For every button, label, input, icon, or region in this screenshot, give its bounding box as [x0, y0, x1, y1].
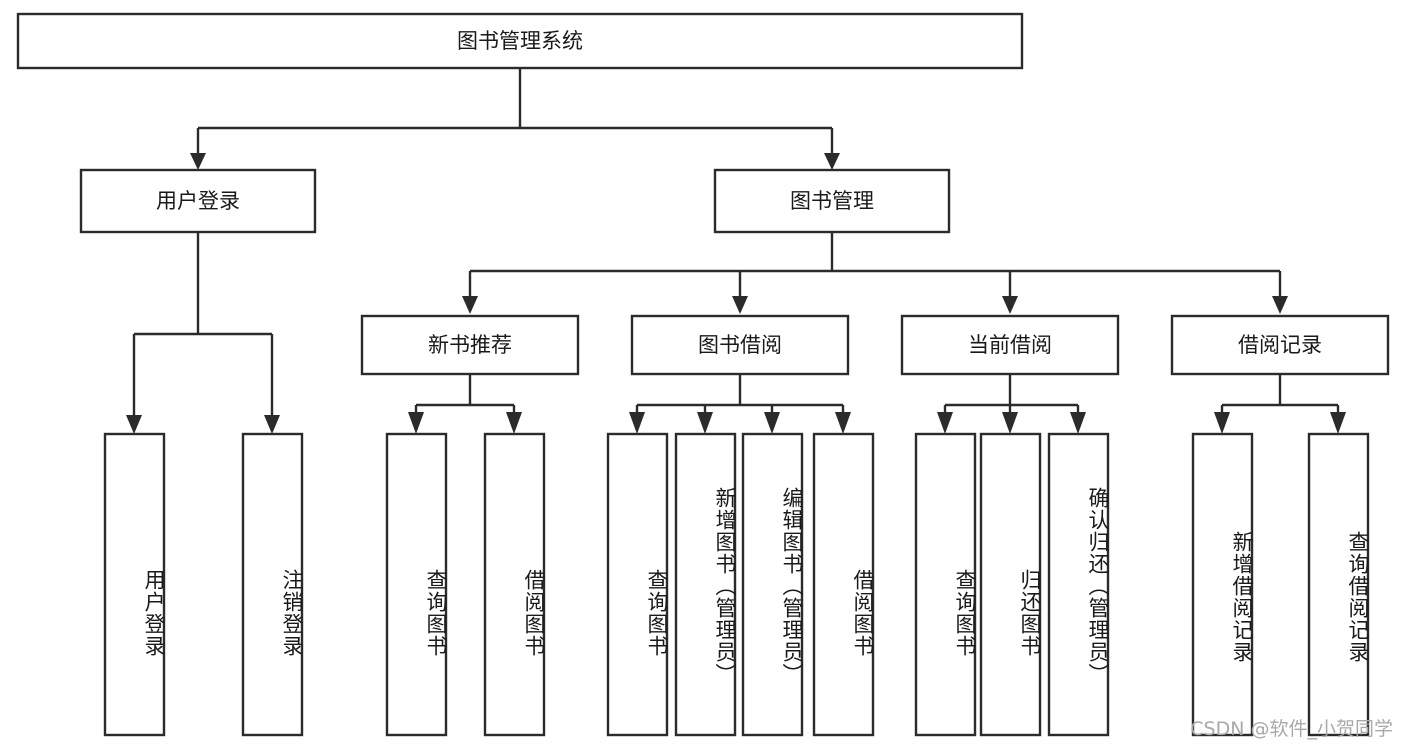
node-leaf-confirm-return[interactable] [1047, 432, 1110, 737]
node-root[interactable] [16, 12, 1024, 70]
arrow-head-leaf-borrow-book-1 [506, 412, 522, 434]
arrow-head-user-login [190, 153, 206, 170]
arrow-head-leaf-logout-login [264, 415, 280, 434]
node-leaf-query-record[interactable] [1307, 432, 1370, 737]
arrow-head-leaf-query-record [1330, 412, 1346, 434]
arrow-head-leaf-borrow-book-2 [835, 412, 851, 434]
node-leaf-logout-login[interactable] [241, 432, 304, 737]
node-leaf-return-book[interactable] [979, 432, 1042, 737]
arrow-head-leaf-confirm-return [1070, 412, 1086, 434]
node-user-login[interactable] [79, 168, 317, 234]
connectors-layer [126, 68, 1346, 434]
arrow-head-book-manage [824, 153, 840, 170]
node-root-label: 图书管理系统 [457, 29, 583, 53]
csdn-watermark: CSDN @软件_小贺同学 [1190, 718, 1393, 740]
node-leaf-query-book-3[interactable] [914, 432, 977, 737]
node-book-manage[interactable] [713, 168, 951, 234]
node-user-login-label: 用户登录 [156, 189, 240, 213]
arrow-head-leaf-return-book [1002, 412, 1018, 434]
arrow-head-leaf-user-login [126, 415, 142, 434]
node-leaf-add-record[interactable] [1191, 432, 1254, 737]
arrow-head-borrow-record [1272, 296, 1288, 314]
arrow-head-leaf-query-book-3 [937, 412, 953, 434]
arrow-head-leaf-edit-book [764, 412, 780, 434]
node-leaf-add-book[interactable] [674, 432, 737, 737]
arrow-head-leaf-add-record [1214, 412, 1230, 434]
node-leaf-edit-book[interactable] [741, 432, 804, 737]
node-borrow-record-label: 借阅记录 [1238, 333, 1322, 357]
arrow-head-book-borrow [732, 296, 748, 314]
arrow-head-leaf-query-book-1 [408, 412, 424, 434]
arrow-head-new-book-recommend [462, 296, 478, 314]
node-new-book-recommend[interactable] [360, 314, 580, 376]
node-book-borrow-label: 图书借阅 [698, 333, 782, 357]
node-leaf-borrow-book-1[interactable] [483, 432, 546, 737]
arrow-head-leaf-add-book [697, 412, 713, 434]
node-current-borrow[interactable] [900, 314, 1120, 376]
node-leaf-query-book-2[interactable] [606, 432, 669, 737]
node-new-book-recommend-label: 新书推荐 [428, 333, 512, 357]
arrow-head-current-borrow [1002, 296, 1018, 314]
node-book-borrow[interactable] [630, 314, 850, 376]
node-leaf-query-book-1[interactable] [385, 432, 448, 737]
nodes-layer: 图书管理系统 用户登录 图书管理 新书推荐 图书借阅 当前借阅 借阅记录 [16, 12, 1390, 737]
arrow-head-leaf-query-book-2 [629, 412, 645, 434]
node-leaf-user-login[interactable] [103, 432, 166, 737]
node-borrow-record[interactable] [1170, 314, 1390, 376]
node-current-borrow-label: 当前借阅 [968, 333, 1052, 357]
node-leaf-borrow-book-2[interactable] [812, 432, 875, 737]
node-book-manage-label: 图书管理 [790, 189, 874, 213]
